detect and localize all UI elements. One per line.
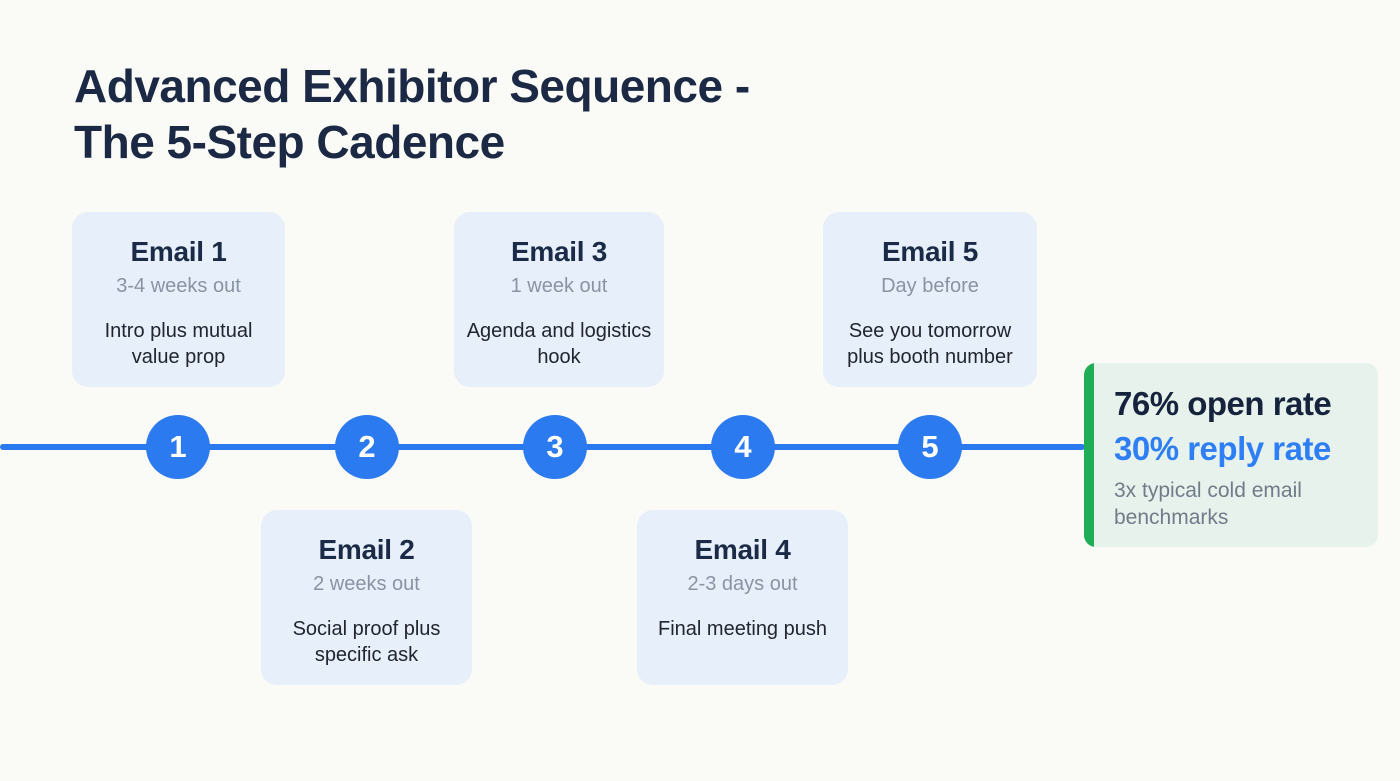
email-5-title: Email 5 — [882, 236, 978, 267]
email-3-card: Email 3 1 week out Agenda and logistics … — [454, 212, 664, 387]
email-3-description: Agenda and logistics hook — [466, 320, 652, 369]
benchmark-note: 3x typical cold email benchmarks — [1114, 479, 1302, 529]
email-2-card: Email 2 2 weeks out Social proof plus sp… — [261, 510, 472, 685]
email-1-card: Email 1 3-4 weeks out Intro plus mutual … — [72, 212, 285, 387]
timeline-node-4: 4 — [711, 415, 775, 479]
open-rate-stat: 76% open rate — [1114, 385, 1332, 422]
timeline-node-4-number: 4 — [734, 429, 752, 464]
timeline-node-5: 5 — [898, 415, 962, 479]
email-4-card: Email 4 2-3 days out Final meeting push — [637, 510, 848, 685]
email-5-card: Email 5 Day before See you tomorrow plus… — [823, 212, 1037, 387]
email-4-timing: 2-3 days out — [687, 573, 798, 595]
email-2-title: Email 2 — [318, 534, 415, 565]
timeline-node-1-number: 1 — [169, 429, 187, 464]
email-5-description: See you tomorrow plus booth number — [847, 320, 1013, 369]
timeline-node-2: 2 — [335, 415, 399, 479]
email-1-title: Email 1 — [130, 236, 227, 267]
results-card: 76% open rate 30% reply rate 3x typical … — [1084, 363, 1378, 547]
email-4-description: Final meeting push — [658, 618, 827, 640]
results-accent-bar — [1084, 363, 1094, 547]
timeline-node-3: 3 — [523, 415, 587, 479]
email-3-title: Email 3 — [511, 236, 607, 267]
email-3-timing: 1 week out — [510, 275, 608, 297]
timeline-node-2-number: 2 — [358, 429, 376, 464]
email-4-title: Email 4 — [694, 534, 791, 565]
email-2-description: Social proof plus specific ask — [292, 618, 441, 667]
page-title: Advanced Exhibitor Sequence - The 5-Step… — [74, 60, 750, 169]
email-1-description: Intro plus mutual value prop — [104, 320, 253, 369]
reply-rate-stat: 30% reply rate — [1114, 429, 1331, 467]
timeline-node-3-number: 3 — [546, 429, 564, 464]
email-5-timing: Day before — [881, 275, 979, 297]
email-1-timing: 3-4 weeks out — [116, 275, 241, 297]
timeline-node-1: 1 — [146, 415, 210, 479]
email-2-timing: 2 weeks out — [313, 573, 420, 595]
timeline-node-5-number: 5 — [921, 429, 939, 464]
